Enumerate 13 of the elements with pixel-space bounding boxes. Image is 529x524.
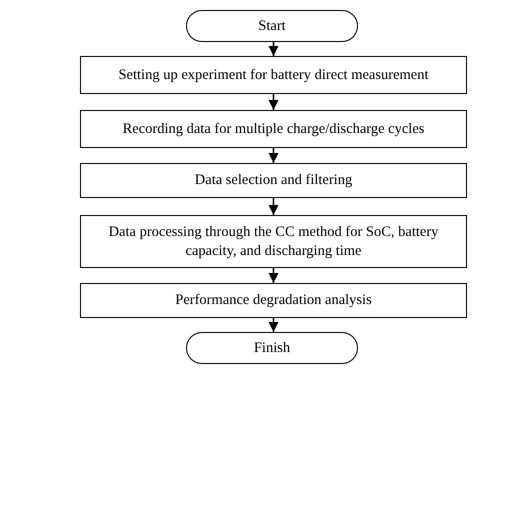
process-box: Data processing through the CC method for SoC, battery capacity, and discharging time — [80, 215, 467, 268]
process-box: Recording data for multiple charge/discharge cycles — [80, 110, 467, 148]
process-box: Performance degradation analysis — [80, 283, 467, 318]
terminal-box: Finish — [186, 332, 358, 364]
arrow — [268, 268, 278, 283]
terminal-box: Start — [186, 10, 358, 42]
arrow — [268, 198, 278, 215]
process-box: Data selection and filtering — [80, 163, 467, 198]
arrow — [268, 42, 278, 56]
process-box: Setting up experiment for battery direct measurement — [80, 56, 467, 94]
arrow — [268, 148, 278, 163]
arrow — [268, 94, 278, 110]
arrow — [268, 318, 278, 332]
